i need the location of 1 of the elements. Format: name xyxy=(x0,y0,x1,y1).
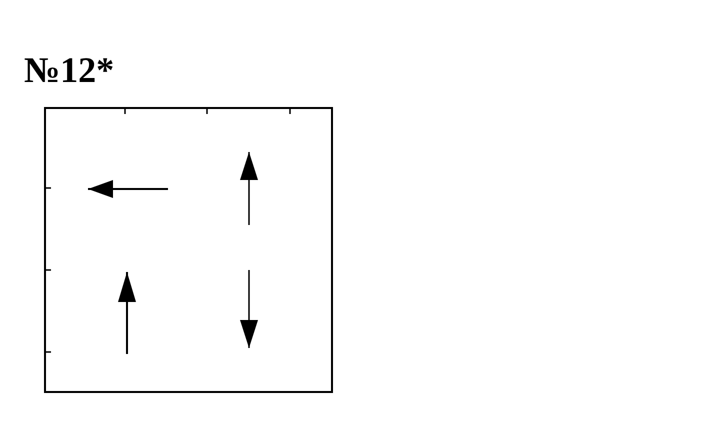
task-number: №12* xyxy=(24,52,114,88)
